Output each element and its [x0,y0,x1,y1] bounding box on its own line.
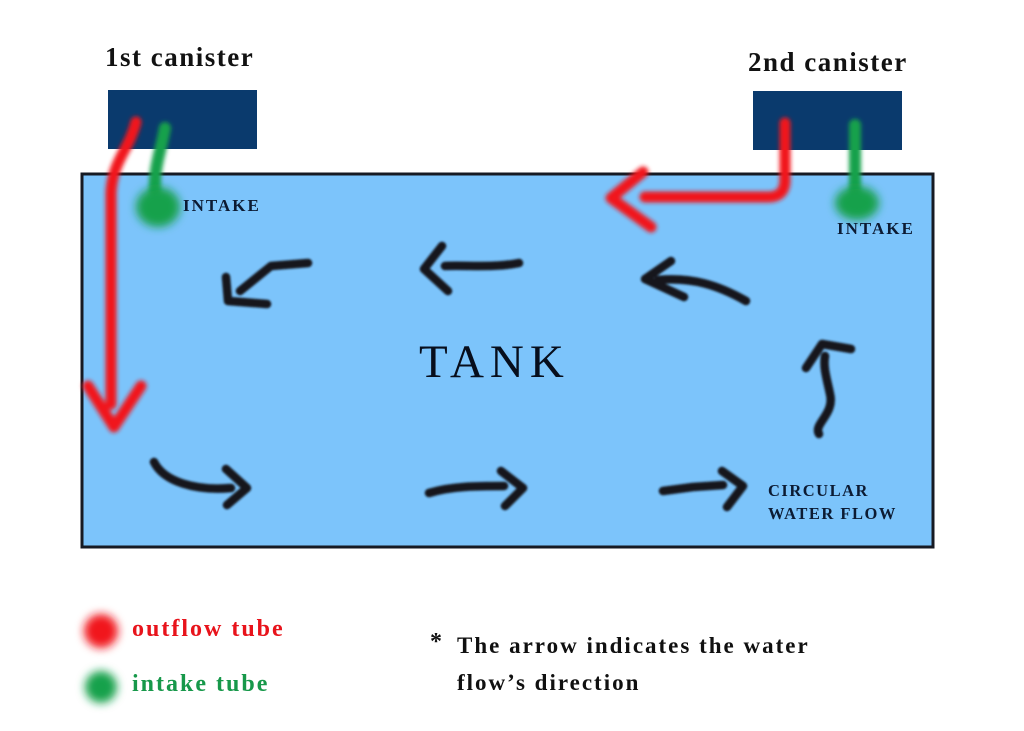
legend-intake-label: intake tube [132,671,270,697]
flow-arrow-bottom-middle-head [496,466,528,511]
tank-label: TANK [419,336,570,388]
flow-arrow-bottom-right [658,466,748,512]
intake-tubes-group [148,119,861,200]
flow-arrow-up-right-head [801,339,856,373]
canister1-label: 1st canister [105,42,255,72]
circular-water-flow-line1: CIRCULAR [768,481,869,500]
outflow-tube1-arrowhead [82,380,147,433]
intake2-label: INTAKE [837,219,915,238]
flow-arrow-bottom-right-shaft [658,480,728,496]
flow-arrow-bottom-left [149,457,252,510]
outflow-tubes-group [82,116,791,433]
flow-arrow-top-middle [419,241,524,296]
circular-water-flow-label: CIRCULAR WATER FLOW [768,479,897,525]
intake-tube1-strainer [136,187,180,227]
flow-arrow-top-right [640,256,751,306]
footnote-text: The arrow indicates the water flow’s dire… [457,627,810,701]
flow-arrow-top-right-shaft [653,275,751,306]
flow-arrow-top-left [221,258,313,309]
footnote-line1: The arrow indicates the water [457,633,810,658]
canister2-label: 2nd canister [748,47,908,77]
circular-water-flow-line2: WATER FLOW [768,504,897,523]
legend-outflow-dot [84,614,118,648]
footnote-asterisk: * [430,629,442,655]
flow-arrow-top-middle-head [419,241,453,296]
flow-arrow-top-middle-shaft [440,258,524,271]
flow-arrow-up-right-shaft [813,351,835,439]
flow-arrow-top-right-head [640,256,689,302]
intake1-label: INTAKE [183,196,261,215]
flow-arrow-bottom-middle-shaft [424,481,509,498]
intake-tube1-path [148,122,171,198]
legend-outflow-label: outflow tube [132,616,285,642]
footnote: * The arrow indicates the water flow’s di… [430,627,810,701]
flow-arrow-bottom-left-shaft [149,457,236,493]
canister2-rect [753,91,902,150]
flow-arrows-group [149,241,856,512]
flow-arrow-top-left-shaft [235,258,313,296]
outflow-tube2-arrowhead [605,166,657,233]
flow-arrow-bottom-middle [424,466,528,511]
outflow-tube1-path [105,116,142,410]
flow-arrow-top-left-head [221,272,272,309]
flow-arrow-up-right [801,339,856,439]
footnote-line2: flow’s direction [457,670,641,695]
legend-intake-dot [85,671,117,703]
outflow-tube2-path [639,117,791,203]
intake-tube2-strainer [835,186,879,220]
flow-arrow-bottom-right-head [717,466,748,512]
flow-arrow-bottom-left-head [221,464,252,510]
